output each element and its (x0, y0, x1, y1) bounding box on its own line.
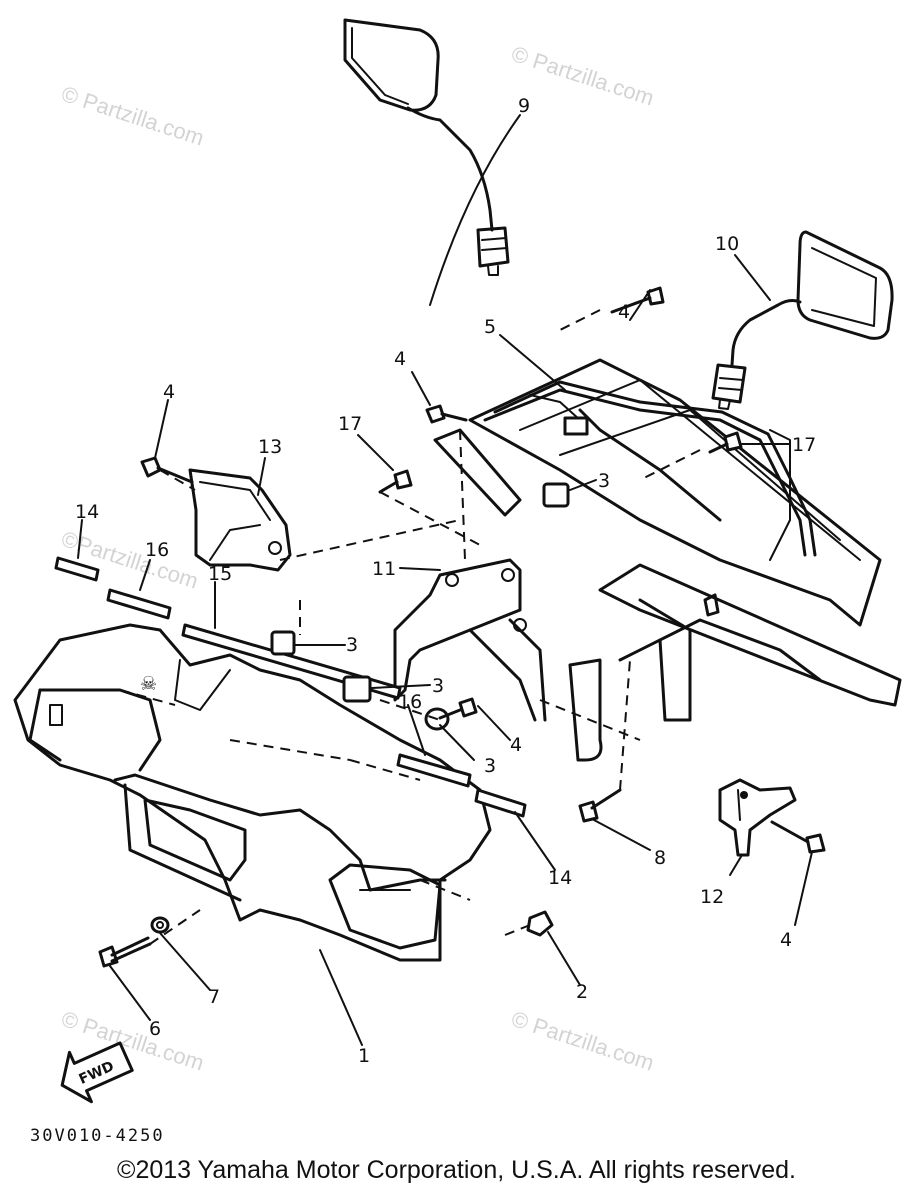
callout-11: 11 (372, 558, 396, 580)
assembly-lines (149, 309, 701, 945)
callout-17: 17 (338, 413, 362, 435)
callout-17: 17 (792, 434, 816, 456)
callout-9: 9 (518, 95, 530, 117)
nut-2 (526, 910, 554, 937)
washer-7 (150, 916, 170, 934)
callout-4: 4 (618, 301, 630, 323)
callout-14: 14 (75, 501, 99, 523)
callout-1: 1 (358, 1045, 370, 1067)
callout-14: 14 (548, 867, 572, 889)
callout-8: 8 (654, 847, 666, 869)
bracket-11 (393, 558, 547, 722)
leader-lines (77, 114, 813, 1046)
damper-3 (270, 482, 570, 731)
callout-3: 3 (432, 675, 444, 697)
callout-7: 7 (208, 986, 220, 1008)
callout-labels: 9 10 5 4 4 4 13 17 17 3 14 16 15 11 3 3 … (75, 95, 816, 1067)
bolt-8 (578, 788, 622, 823)
bolt-4 (140, 286, 826, 854)
callout-3: 3 (484, 755, 496, 777)
callout-4: 4 (163, 381, 175, 403)
callout-10: 10 (715, 233, 739, 255)
front-cowling: ☠ (13, 623, 492, 962)
callout-3: 3 (346, 634, 358, 656)
brace-5 (483, 380, 817, 557)
watermark: © Partzilla.com (508, 1006, 657, 1076)
watermark: © Partzilla.com (508, 41, 657, 111)
bolt-6 (98, 936, 152, 968)
callout-16: 16 (145, 539, 169, 561)
callout-16: 16 (398, 691, 422, 713)
copyright-notice: ©2013 Yamaha Motor Corporation, U.S.A. A… (117, 1156, 796, 1184)
callout-4: 4 (510, 734, 522, 756)
callout-4: 4 (394, 348, 406, 370)
callout-15: 15 (208, 563, 232, 585)
callout-3: 3 (598, 470, 610, 492)
mirror-right (711, 230, 894, 410)
svg-text:☠: ☠ (140, 673, 157, 695)
callout-12: 12 (700, 886, 724, 908)
bolt-17 (378, 431, 743, 494)
callout-2: 2 (576, 981, 588, 1003)
callout-6: 6 (149, 1018, 161, 1040)
part-code: 30V010-4250 (30, 1126, 165, 1146)
watermark: © Partzilla.com (58, 81, 207, 151)
callout-13: 13 (258, 436, 282, 458)
bracket-13 (188, 468, 292, 572)
callout-4: 4 (780, 929, 792, 951)
bracket-12 (718, 778, 797, 857)
mirror-left (343, 18, 510, 276)
callout-5: 5 (484, 316, 496, 338)
